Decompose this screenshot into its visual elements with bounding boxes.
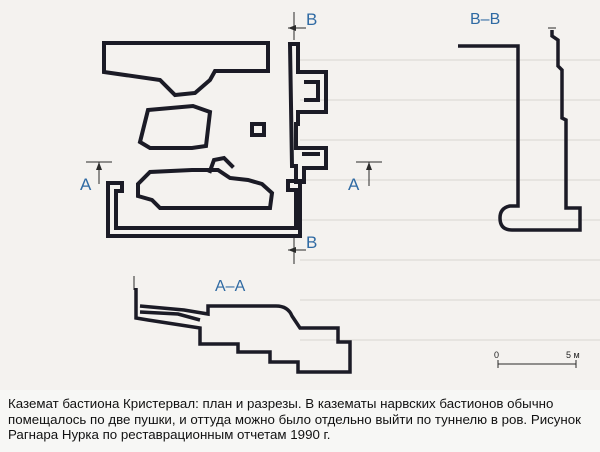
section-bb: B–B [458,11,582,232]
background-texture [300,59,600,341]
caption-area [0,390,600,452]
plan-lower-chamber [136,168,275,210]
marker-b-bottom [288,238,306,264]
marker-a-right-label: A [348,175,360,194]
marker-a-left-label: A [80,175,92,194]
scale-start-label: 0 [494,350,499,360]
plan-outer-wall [106,179,302,238]
plan-inner-step [207,155,235,174]
plan-small-square [250,122,266,137]
marker-a-left [86,161,112,184]
section-aa-outline [134,288,352,374]
marker-b-top [288,12,306,40]
figure-caption: Каземат бастиона Кристервал: план и разр… [8,396,581,442]
marker-a-right [356,161,382,186]
marker-b-top-label: B [306,10,317,29]
section-markers: B B A A [80,10,382,264]
casemate-drawing: B B A A B–B A–A 0 5 м [80,10,600,374]
plan-drawing [102,41,328,238]
marker-b-bottom-label: B [306,233,317,252]
section-bb-label: B–B [470,11,500,28]
plan-right-niche-upper [304,80,320,102]
plan-top-wall [102,41,270,98]
scale-end-label: 5 м [566,350,580,360]
section-aa-label: A–A [215,278,246,295]
scale-bar: 0 5 м [494,350,580,368]
plan-upper-chamber [137,103,213,150]
plan-right-wall [287,42,328,184]
section-bb-outline [458,30,582,232]
section-aa: A–A [133,276,352,374]
